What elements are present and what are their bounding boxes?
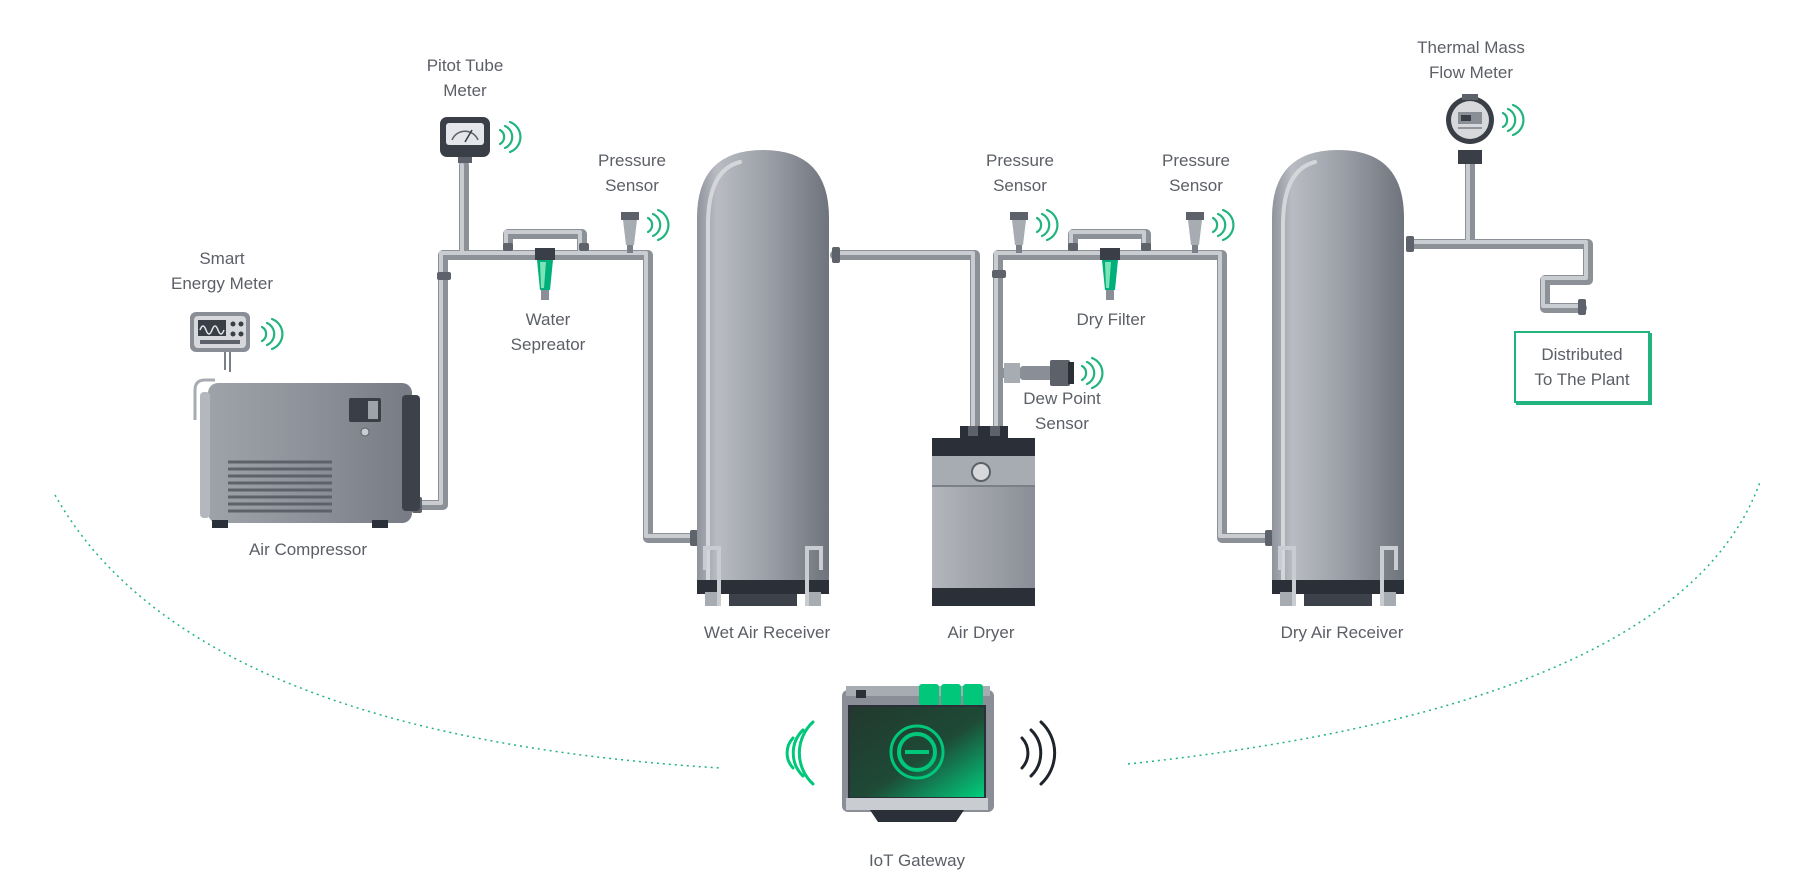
- signal-waves-icon: [1020, 720, 1057, 786]
- wet-air-receiver-label: Wet Air Receiver: [703, 623, 831, 642]
- air-dryer-device: [932, 426, 1035, 606]
- signal-waves-icon: [785, 720, 815, 786]
- dry-air-receiver-device: [1272, 150, 1404, 606]
- dry-air-receiver-label: Dry Air Receiver: [1280, 623, 1404, 642]
- dry-filter-device: [1100, 248, 1120, 300]
- signal-waves-icon: [646, 208, 670, 242]
- thermal-mass-flow-meter-device: [1446, 94, 1494, 164]
- iot-gateway-logo-icon: [889, 724, 945, 780]
- pipe-network: [413, 155, 1593, 543]
- distributed-to-plant-box: Distributed To The Plant: [1514, 331, 1650, 403]
- dry-filter-label: Dry Filter: [1076, 310, 1146, 329]
- water-separator-device: [535, 248, 555, 300]
- signal-waves-icon: [498, 120, 522, 154]
- signal-waves-icon: [1501, 103, 1525, 137]
- signal-waves-icon: [1211, 208, 1235, 242]
- pitot-tube-meter-device: [440, 117, 490, 163]
- signal-waves-icon: [260, 317, 284, 351]
- distributed-label-line-2: To The Plant: [1534, 370, 1630, 389]
- iot-gateway-label: IoT Gateway: [868, 851, 966, 870]
- pressure-sensor-device: [621, 212, 639, 253]
- pressure-sensor-device: [1010, 212, 1028, 253]
- dotted-arc-left: [54, 494, 721, 769]
- wet-air-receiver-device: [697, 150, 829, 606]
- smart-energy-meter-device: [190, 312, 250, 372]
- signal-waves-icon: [1035, 208, 1059, 242]
- air-dryer-label: Air Dryer: [947, 623, 1015, 642]
- distributed-label-line-1: Distributed: [1541, 345, 1623, 364]
- pressure-sensor-device: [1186, 212, 1204, 253]
- signal-waves-icon: [1080, 356, 1104, 390]
- dew-point-sensor-device: [1004, 360, 1074, 386]
- air-compressor-label: Air Compressor: [248, 540, 368, 559]
- air-compressor-device: [193, 378, 420, 528]
- pipe-couplings: [412, 236, 1586, 546]
- dotted-arc-right: [1127, 481, 1761, 765]
